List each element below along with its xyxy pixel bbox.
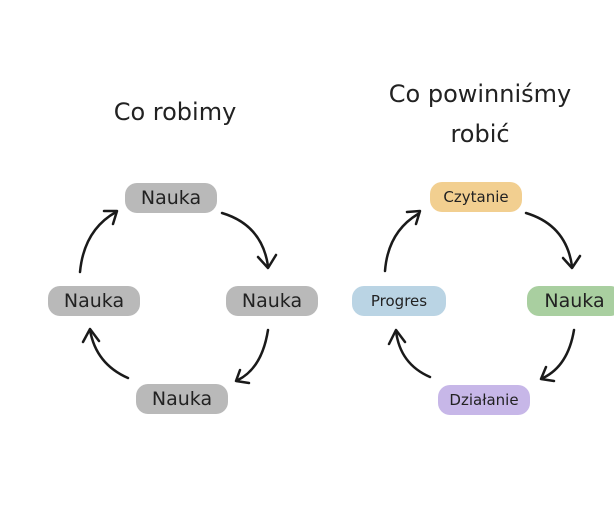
- right-arrow-dzialanie-progres: [387, 328, 432, 379]
- node-nauka: Nauka: [527, 286, 614, 316]
- right-title-line1: Co powinniśmy: [388, 80, 572, 108]
- right-title-line2: robić: [450, 120, 510, 148]
- right-arrow-progres-czytanie: [383, 209, 422, 273]
- node-dzialanie: Działanie: [438, 385, 530, 415]
- node-progres: Progres: [352, 286, 446, 316]
- left-arrow-bottom-left: [81, 327, 130, 380]
- left-title: Co robimy: [113, 98, 237, 126]
- node-czytanie: Czytanie: [430, 182, 522, 212]
- left-arrow-right-bottom: [234, 328, 270, 385]
- left-arrow-top-right: [220, 211, 278, 270]
- left-node-top: Nauka: [125, 183, 217, 213]
- left-node-left: Nauka: [48, 286, 140, 316]
- left-arrow-left-top: [78, 209, 119, 274]
- right-arrow-nauka-dzialanie: [539, 328, 576, 383]
- left-node-right: Nauka: [226, 286, 318, 316]
- left-node-bottom: Nauka: [136, 384, 228, 414]
- right-arrow-czytanie-nauka: [524, 211, 582, 270]
